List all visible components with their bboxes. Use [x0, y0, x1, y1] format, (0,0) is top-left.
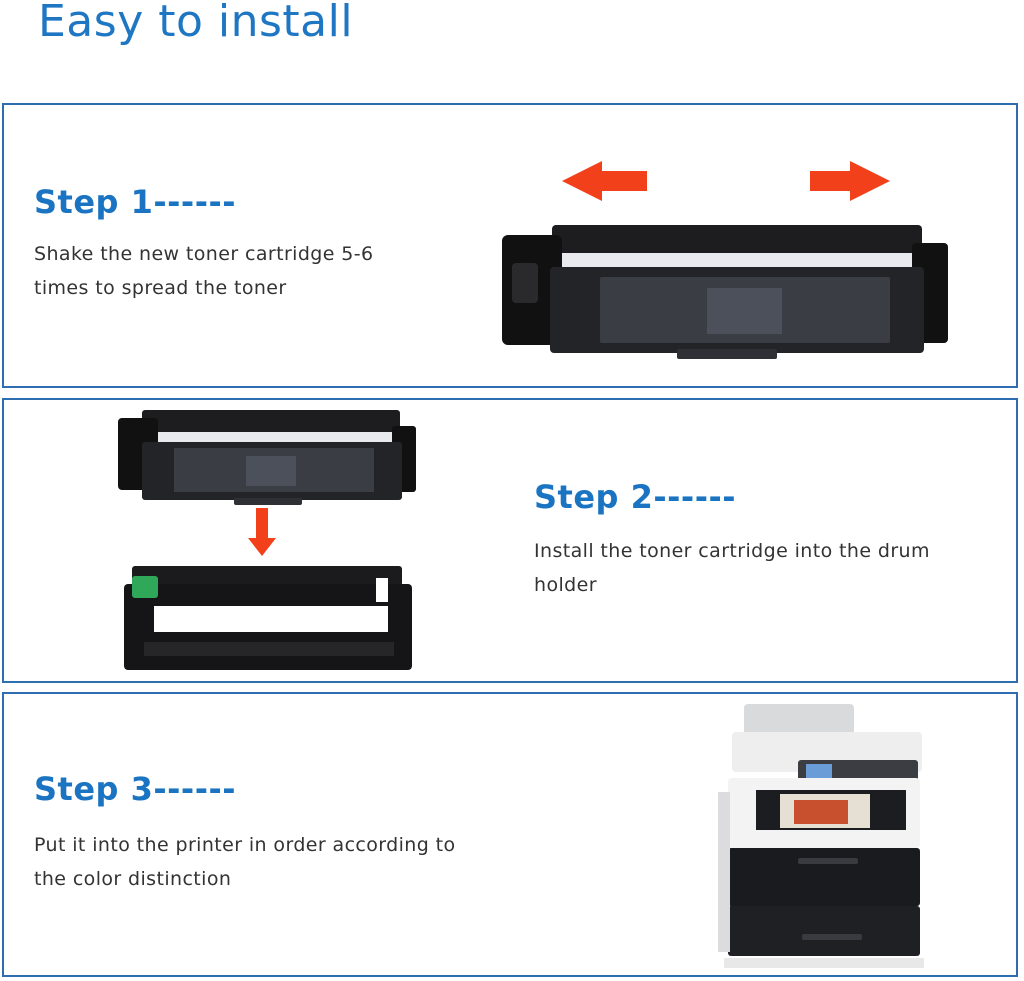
arrow-down-icon: [248, 508, 276, 556]
toner-cartridge-shake-image: [502, 161, 948, 359]
arrow-right-icon: [810, 161, 890, 201]
drum-unit-icon: [124, 566, 412, 670]
printer-image: [718, 704, 924, 968]
toner-cartridge-icon: [502, 225, 948, 359]
step-2-panel: Step 2------ Install the toner cartridge…: [2, 398, 1018, 683]
step-3-panel: Step 3------ Put it into the printer in …: [2, 692, 1018, 977]
printer-icon: [718, 704, 924, 968]
step-1-text: Shake the new toner cartridge 5-6 times …: [34, 243, 374, 299]
toner-drum-install-image: [118, 410, 416, 670]
step-3-heading: Step 3------: [34, 770, 237, 808]
arrow-left-icon: [562, 161, 647, 201]
step-1-panel: Step 1------ Shake the new toner cartrid…: [2, 103, 1018, 388]
step-2-text: Install the toner cartridge into the dru…: [534, 540, 930, 596]
step-2-heading: Step 2------: [534, 478, 737, 516]
toner-cartridge-icon: [118, 410, 416, 505]
step-3-text: Put it into the printer in order accordi…: [34, 834, 456, 890]
step-1-heading: Step 1------: [34, 183, 237, 221]
page-title: Easy to install: [38, 0, 354, 47]
